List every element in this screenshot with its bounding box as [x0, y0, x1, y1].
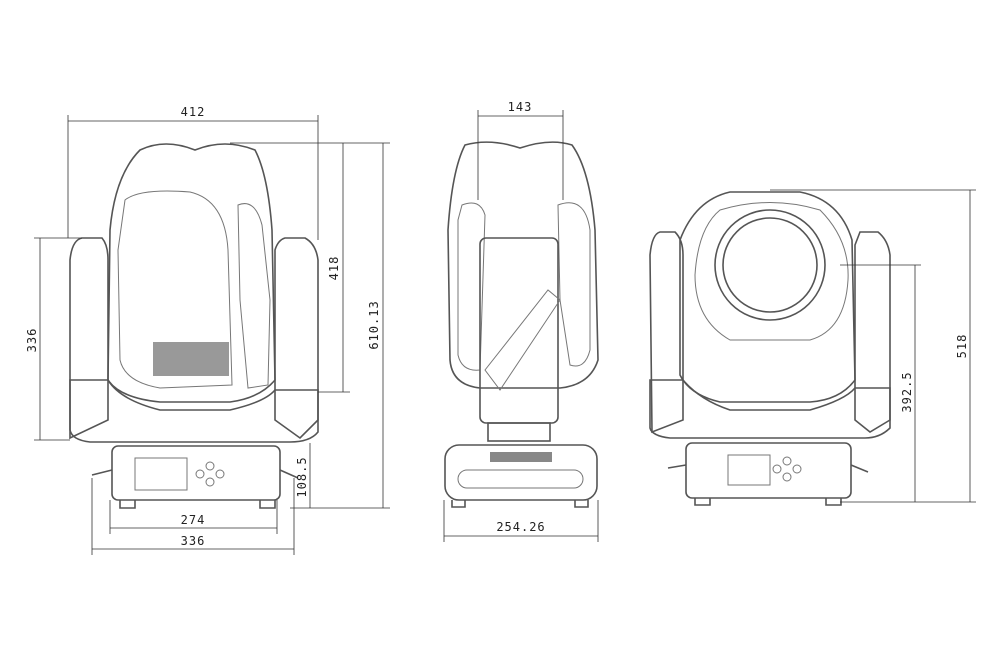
- side-head-body: [447, 141, 599, 389]
- front-side-panel: [237, 203, 271, 389]
- front-right-arm: [274, 237, 319, 440]
- front-head-panel: [117, 190, 233, 389]
- dim-rear-total-height: 518: [955, 334, 969, 359]
- rear-lens-frame: [694, 202, 849, 341]
- front-vent-grille: [153, 342, 229, 376]
- dim-base-width: 336: [181, 534, 206, 548]
- rear-display: [727, 454, 771, 486]
- button-icon: [205, 461, 215, 471]
- side-feet: [451, 500, 589, 508]
- side-vents: [490, 452, 552, 462]
- side-base-slot: [457, 469, 584, 489]
- front-base: [111, 445, 281, 501]
- rear-right-arm: [854, 231, 891, 433]
- front-left-arm: [69, 237, 109, 440]
- side-yoke-arm: [479, 237, 559, 424]
- rear-lens-inner: [722, 217, 818, 313]
- dim-head-height: 418: [327, 256, 341, 281]
- side-dimensions: 143 254.26: [443, 100, 599, 542]
- dim-base-inner-width: 274: [181, 513, 206, 527]
- rear-view: [649, 191, 891, 506]
- rear-feet: [667, 464, 869, 506]
- button-icon: [792, 464, 802, 474]
- dim-pivot-height: 392.5: [900, 371, 914, 412]
- side-view: [444, 141, 599, 508]
- front-feet: [91, 469, 299, 509]
- front-display: [134, 457, 188, 491]
- dim-base-depth: 254.26: [496, 520, 545, 534]
- button-icon: [215, 469, 225, 479]
- dim-base-height: 108.5: [295, 456, 309, 497]
- front-yoke: [69, 379, 319, 443]
- rear-yoke: [649, 379, 891, 439]
- side-arm-strap: [484, 289, 561, 391]
- rear-dimensions: 518 392.5: [770, 189, 976, 503]
- rear-left-arm: [649, 231, 684, 434]
- rear-base: [685, 442, 852, 499]
- front-view: [69, 143, 319, 509]
- side-pan-neck: [487, 422, 551, 442]
- dim-arm-height: 336: [25, 328, 39, 353]
- side-handle: [457, 202, 486, 371]
- button-icon: [782, 456, 792, 466]
- dim-head-width: 412: [181, 105, 206, 119]
- front-dimensions: 412 418 610.13 336 108.5 274 336: [25, 105, 390, 555]
- side-base: [444, 444, 598, 501]
- button-icon: [195, 469, 205, 479]
- rear-lens-outer: [714, 209, 826, 321]
- button-icon: [205, 477, 215, 487]
- rear-head-body: [679, 191, 856, 403]
- dim-total-height: 610.13: [367, 300, 381, 349]
- side-handle-rear: [557, 202, 591, 367]
- button-icon: [772, 464, 782, 474]
- button-icon: [782, 472, 792, 482]
- dim-head-depth: 143: [508, 100, 533, 114]
